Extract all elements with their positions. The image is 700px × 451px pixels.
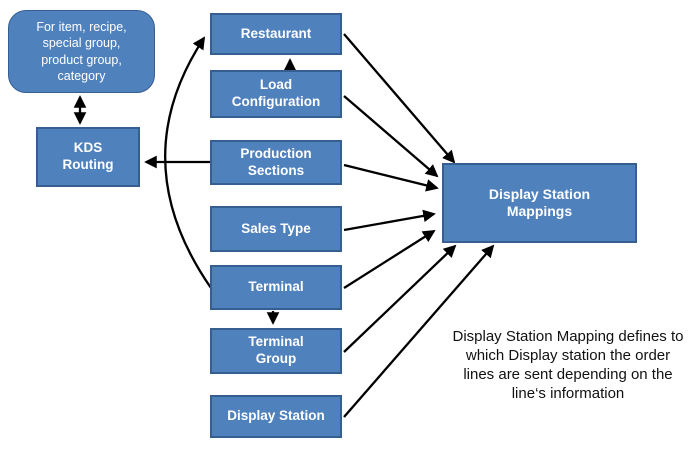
edge-terminal-restaurant bbox=[164, 36, 212, 289]
node-sales-type-label: Sales Type bbox=[241, 220, 311, 236]
edge-load-configuration-display-station-mappings bbox=[343, 95, 439, 178]
node-display-station: Display Station bbox=[210, 395, 342, 438]
node-display-station-mappings: Display Station Mappings bbox=[442, 163, 637, 243]
node-kds-routing: KDS Routing bbox=[36, 127, 140, 187]
node-load-configuration-label: Load Configuration bbox=[231, 77, 321, 109]
node-display-station-label: Display Station bbox=[227, 408, 325, 424]
node-terminal-label: Terminal bbox=[248, 279, 304, 295]
edge-production-sections-display-station-mappings bbox=[343, 163, 439, 192]
node-scope-note-label: For item, recipe, special group, product… bbox=[36, 19, 127, 84]
edge-restaurant-display-station-mappings bbox=[343, 33, 456, 164]
node-load-configuration: Load Configuration bbox=[210, 70, 342, 118]
node-terminal-group-label: Terminal Group bbox=[248, 334, 304, 366]
diagram-caption: Display Station Mapping defines to which… bbox=[452, 328, 684, 402]
node-sales-type: Sales Type bbox=[210, 206, 342, 252]
edge-sales-type-display-station-mappings bbox=[343, 209, 436, 232]
node-production-sections-label: Production Sections bbox=[240, 145, 312, 178]
node-kds-routing-label: KDS Routing bbox=[62, 140, 114, 172]
node-restaurant-label: Restaurant bbox=[240, 25, 312, 41]
node-display-station-mappings-label: Display Station Mappings bbox=[488, 185, 591, 220]
node-terminal-group: Terminal Group bbox=[210, 328, 342, 374]
node-production-sections: Production Sections bbox=[210, 140, 342, 185]
node-restaurant: Restaurant bbox=[210, 13, 342, 55]
node-terminal: Terminal bbox=[210, 265, 342, 310]
node-scope-note: For item, recipe, special group, product… bbox=[8, 10, 155, 93]
edge-terminal-display-station-mappings bbox=[343, 229, 436, 289]
